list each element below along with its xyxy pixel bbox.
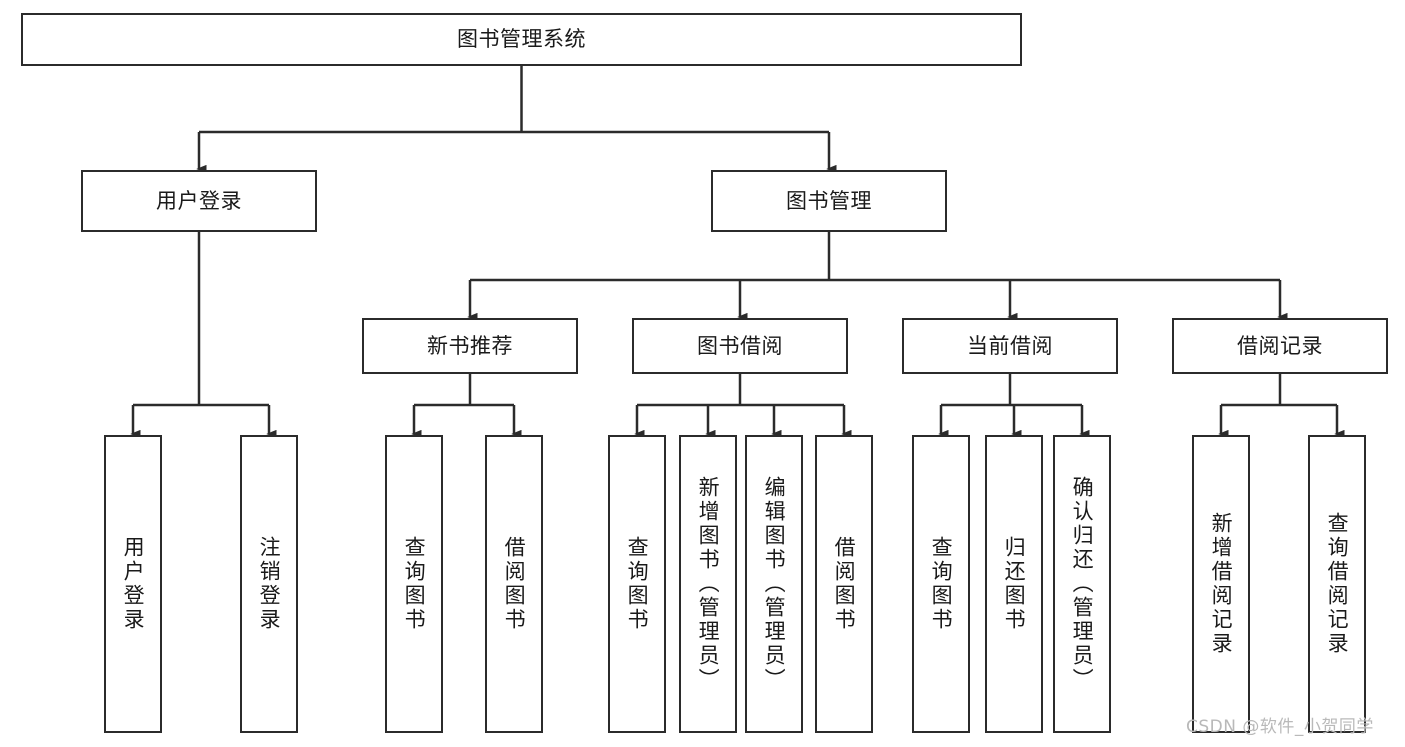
node-label: 用户登录 [121, 536, 146, 632]
csdn-watermark: CSDN @软件_小贺同学 [1186, 717, 1374, 737]
node-label: 图书管理 [786, 188, 872, 213]
node-label: 查询图书 [625, 536, 650, 632]
node-label: 归还图书 [1002, 536, 1027, 632]
node-leaf-return-book[interactable]: 归还图书 [985, 435, 1043, 733]
node-leaf-user-login[interactable]: 用户登录 [104, 435, 162, 733]
node-label: 新增图书（管理员） [696, 476, 721, 692]
node-borrow-record[interactable]: 借阅记录 [1172, 318, 1388, 374]
node-book-borrow[interactable]: 图书借阅 [632, 318, 848, 374]
node-current-borrow[interactable]: 当前借阅 [902, 318, 1118, 374]
node-label: 新增借阅记录 [1209, 512, 1234, 656]
node-label: 查询图书 [402, 536, 427, 632]
node-label: 编辑图书（管理员） [762, 476, 787, 692]
node-label: 图书管理系统 [457, 27, 586, 52]
node-label: 查询借阅记录 [1325, 512, 1350, 656]
node-new-book-recommend[interactable]: 新书推荐 [362, 318, 578, 374]
node-leaf-borrow-book-2[interactable]: 借阅图书 [815, 435, 873, 733]
node-label: 注销登录 [257, 536, 282, 632]
node-label: 查询图书 [929, 536, 954, 632]
node-leaf-query-book-2[interactable]: 查询图书 [608, 435, 666, 733]
node-root[interactable]: 图书管理系统 [21, 13, 1022, 66]
node-leaf-query-record[interactable]: 查询借阅记录 [1308, 435, 1366, 733]
node-label: 借阅图书 [832, 536, 857, 632]
node-label: 新书推荐 [427, 333, 513, 358]
node-leaf-query-book-3[interactable]: 查询图书 [912, 435, 970, 733]
node-label: 用户登录 [156, 188, 242, 213]
node-book-manage[interactable]: 图书管理 [711, 170, 947, 232]
node-leaf-add-record[interactable]: 新增借阅记录 [1192, 435, 1250, 733]
node-label: 确认归还（管理员） [1070, 476, 1095, 692]
node-leaf-edit-book[interactable]: 编辑图书（管理员） [745, 435, 803, 733]
node-leaf-add-book[interactable]: 新增图书（管理员） [679, 435, 737, 733]
node-leaf-user-logout[interactable]: 注销登录 [240, 435, 298, 733]
node-label: 当前借阅 [967, 333, 1053, 358]
node-leaf-borrow-book-1[interactable]: 借阅图书 [485, 435, 543, 733]
node-label: 图书借阅 [697, 333, 783, 358]
node-leaf-confirm-return[interactable]: 确认归还（管理员） [1053, 435, 1111, 733]
node-leaf-query-book-1[interactable]: 查询图书 [385, 435, 443, 733]
node-user-login[interactable]: 用户登录 [81, 170, 317, 232]
node-label: 借阅记录 [1237, 333, 1323, 358]
node-label: 借阅图书 [502, 536, 527, 632]
